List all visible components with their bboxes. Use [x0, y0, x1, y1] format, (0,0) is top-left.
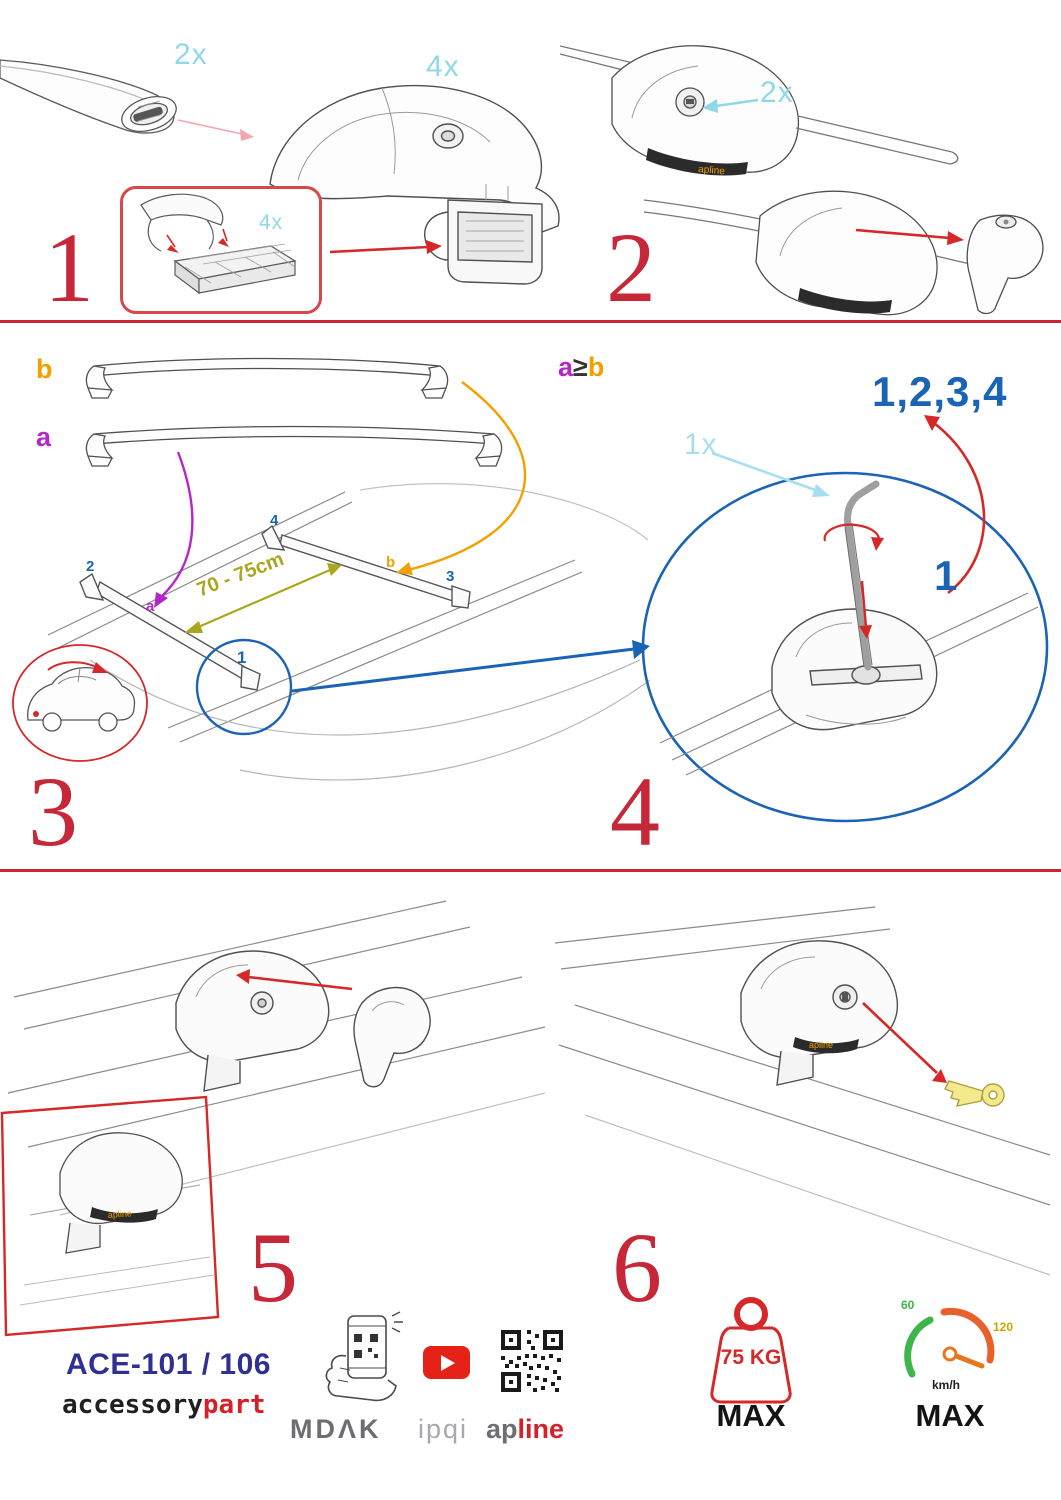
play-triangle: [441, 1355, 455, 1371]
speed-unit-label: km/h: [932, 1378, 961, 1392]
roof-mounting-drawing: [12, 381, 650, 781]
speedometer-icon: [904, 1307, 995, 1378]
apline-line: line: [517, 1414, 565, 1444]
rubber-pad-drawing: [140, 193, 297, 295]
brand-wordmark: accessorypart: [62, 1390, 266, 1420]
qty-label-lock: 2x: [760, 76, 794, 109]
tightening-detail-drawing: [641, 415, 1049, 823]
foot-badge-text: apline: [698, 164, 726, 177]
qty-label-foot: 4x: [426, 50, 460, 83]
section-divider-top: [0, 320, 1061, 323]
bar-a-label: a: [36, 422, 52, 452]
brand-part: part: [202, 1390, 266, 1420]
crossbar-endcap-drawing: [0, 59, 177, 134]
length-rule-label: a≥b: [558, 352, 604, 383]
apline-ap: ap: [486, 1414, 518, 1444]
step3-number: 3: [28, 756, 78, 867]
roof-position-3: 3: [446, 568, 455, 585]
speed-low-label: 60: [901, 1298, 915, 1312]
rubber-pad-inset: 4x: [120, 186, 322, 314]
bar-insertion-drawing: apline: [0, 900, 545, 1337]
max-weight-value: 75 KG: [720, 1346, 782, 1369]
step6-number: 6: [612, 1212, 662, 1323]
foot-endcap-drawing: [643, 190, 1044, 316]
phone-scan-icon: [325, 1311, 403, 1402]
rule-a: a: [558, 352, 574, 382]
apline-logo: apline: [486, 1414, 564, 1445]
mdak-logo: MDΛK: [290, 1414, 382, 1444]
roof-position-a: a: [146, 598, 155, 615]
roof-position-1: 1: [237, 648, 247, 667]
foot-badge-text: apline: [809, 1040, 833, 1050]
max-speed-label: MAX: [915, 1398, 985, 1433]
step4-number: 4: [610, 756, 660, 867]
locking-drawing: apline: [554, 906, 1051, 1276]
step5-number: 5: [248, 1212, 298, 1323]
step1-number: 1: [44, 212, 94, 323]
rule-b: b: [587, 352, 605, 382]
tightening-order-label: 1,2,3,4: [872, 368, 1008, 415]
step2-number: 2: [606, 212, 656, 323]
qr-code: [497, 1326, 567, 1396]
qty-label-key: 1x: [684, 428, 718, 461]
qty-label-endcap: 2x: [174, 38, 208, 71]
crossbar-b-drawing: [85, 357, 449, 399]
foot-badge-text: apline: [107, 1208, 132, 1220]
roof-position-b: b: [386, 554, 396, 571]
rule-operator: ≥: [573, 352, 588, 382]
roof-position-2: 2: [86, 558, 95, 575]
qty-label-pads: 4x: [259, 211, 284, 234]
product-model-label: ACE-101 / 106: [66, 1348, 271, 1381]
foot-clamp-drawing: [269, 84, 560, 285]
youtube-icon: [423, 1346, 470, 1379]
section-divider-bottom: [0, 869, 1061, 872]
ipqi-logo: ipqi: [418, 1414, 469, 1444]
crossbar-a-drawing: [85, 425, 503, 467]
roof-position-4: 4: [270, 512, 279, 529]
speed-high-label: 120: [993, 1320, 1014, 1334]
brand-accessory: accessory: [62, 1390, 203, 1420]
max-weight-icon: [710, 1297, 792, 1404]
bar-b-label: b: [36, 354, 53, 384]
first-position-label: 1: [934, 552, 958, 599]
max-weight-label: MAX: [716, 1398, 786, 1433]
